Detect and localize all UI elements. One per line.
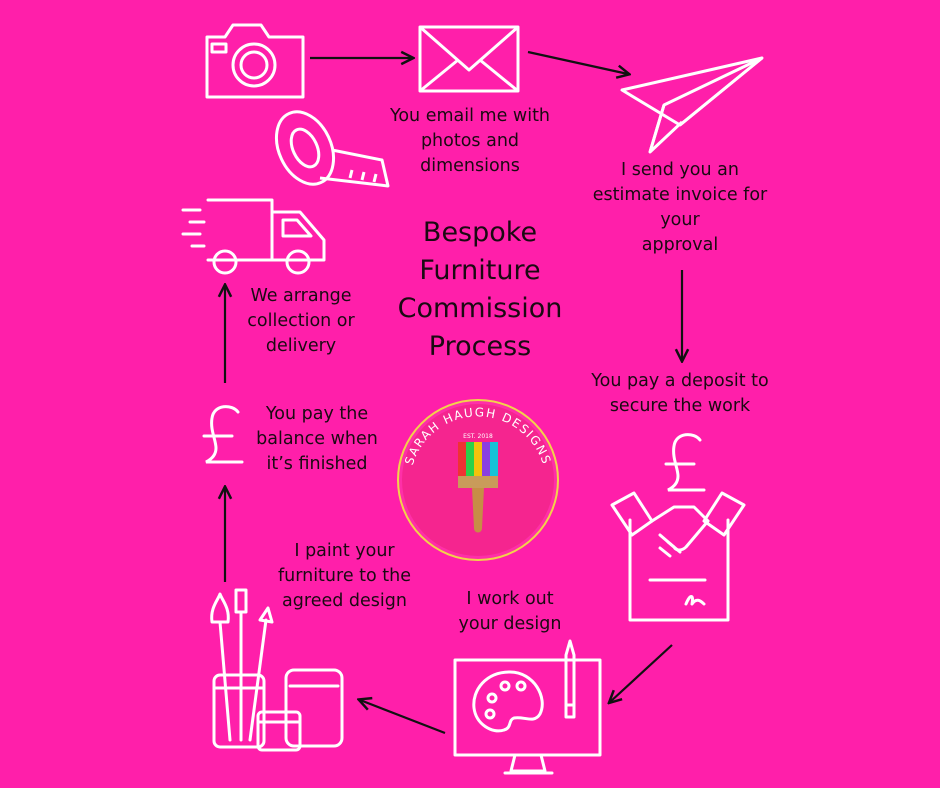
title-line: Process (428, 331, 532, 362)
flow-arrows (225, 50, 682, 735)
step-text-line: furniture to the (277, 566, 412, 586)
step-text-line: your (660, 210, 700, 230)
step-text-line: dimensions (420, 156, 520, 176)
step-text-line: You pay the (265, 404, 369, 424)
delivery-truck-icon (181, 198, 326, 275)
step-text-line: I work out (466, 589, 554, 609)
step-balance-text: You pay the balance when it’s finished (242, 402, 392, 477)
step-text-line: delivery (265, 336, 337, 356)
arrow-email-to-plane (527, 50, 628, 74)
camera-icon (205, 23, 305, 99)
title-line: Commission (397, 293, 563, 324)
arrow-monitor-to-jars (360, 700, 446, 735)
step-text-line: balance when (256, 429, 378, 449)
pound-icon-balance (202, 405, 244, 464)
brushes-jars-icon (210, 588, 344, 752)
envelope-icon (418, 25, 520, 93)
logo-est-text: EST. 2018 (463, 433, 493, 440)
title-line: Furniture (419, 255, 541, 286)
step-text-line: I send you an (621, 160, 739, 180)
title-line: Bespoke (422, 217, 538, 248)
paintbrush-logo-icon (458, 442, 498, 533)
step-paint-text: I paint your furniture to the agreed des… (262, 539, 427, 614)
arrow-handshake-to-monitor (610, 644, 673, 702)
page-title: Bespoke Furniture Commission Process (375, 214, 585, 366)
step-text-line: agreed design (282, 591, 407, 611)
logo-badge: SARAH HAUGH DESIGNS EST. 2018 (397, 399, 559, 561)
step-deposit-text: You pay a deposit to secure the work (575, 369, 785, 419)
step-text-line: photos and (420, 131, 520, 151)
step-text-line: estimate invoice for (592, 185, 768, 205)
step-text-line: You pay a deposit to (591, 371, 769, 391)
step-text-line: We arrange (250, 286, 352, 306)
step-text-line: collection or (247, 311, 355, 331)
monitor-palette-icon (453, 639, 602, 775)
handshake-contract-icon (610, 491, 746, 622)
step-estimate-text: I send you an estimate invoice for your … (580, 158, 780, 258)
step-text-line: secure the work (609, 396, 751, 416)
pound-icon-deposit (664, 433, 706, 492)
step-text-line: it’s finished (266, 454, 368, 474)
step-delivery-text: We arrange collection or delivery (236, 284, 366, 359)
step-email-text: You email me with photos and dimensions (375, 104, 565, 179)
tape-measure-icon (274, 110, 390, 188)
paper-plane-icon (620, 56, 764, 154)
step-text-line: your design (458, 614, 562, 634)
step-design-text: I work out your design (445, 587, 575, 637)
step-text-line: approval (641, 235, 719, 255)
step-text-line: I paint your (294, 541, 395, 561)
step-text-line: You email me with (389, 106, 551, 126)
